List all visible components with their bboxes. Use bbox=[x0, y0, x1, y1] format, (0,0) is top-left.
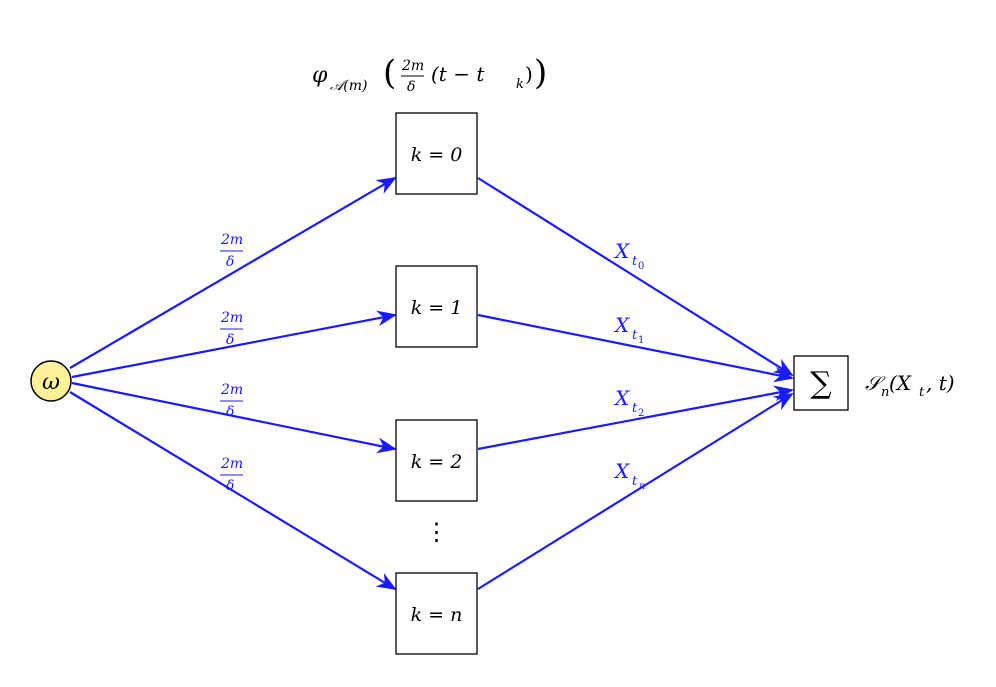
input-edge-labels: 2m δ 2m δ 2m δ 2m δ bbox=[220, 232, 243, 494]
right-paren: ) bbox=[534, 53, 547, 93]
header-frac-den: δ bbox=[407, 79, 415, 95]
out-label-2: X t 2 bbox=[613, 386, 644, 419]
block-k2-label: k = 2 bbox=[411, 451, 463, 473]
in-label-3-den: δ bbox=[226, 478, 234, 494]
out-label-0: X t 0 bbox=[613, 239, 644, 272]
left-paren: ( bbox=[383, 53, 396, 93]
omega-label: ω bbox=[42, 370, 60, 395]
out-label-0-subsub: 0 bbox=[638, 261, 644, 272]
in-label-0: 2m δ bbox=[220, 232, 243, 270]
block-k2: k = 2 bbox=[395, 419, 478, 502]
input-node: ω bbox=[30, 360, 72, 402]
header-formula: φ 𝒜(m) ( 2m δ (t − t k ) ) bbox=[312, 53, 547, 95]
header-arg-sub: k bbox=[516, 77, 524, 92]
in-label-1-num: 2m bbox=[220, 310, 243, 326]
in-label-1: 2m δ bbox=[220, 310, 243, 348]
in-label-0-num: 2m bbox=[220, 232, 243, 248]
in-label-2-num: 2m bbox=[220, 382, 243, 398]
edge-k1-to-sum bbox=[477, 313, 794, 383]
block-k0-label: k = 0 bbox=[411, 144, 463, 166]
in-label-3: 2m δ bbox=[220, 456, 243, 494]
block-k1: k = 1 bbox=[395, 265, 478, 348]
edge-input-to-kn bbox=[69, 391, 397, 591]
out-label-3-sub: t bbox=[632, 474, 638, 489]
phi-symbol: φ bbox=[312, 63, 328, 88]
edge-kn-to-sum bbox=[477, 392, 794, 590]
in-label-2-den: δ bbox=[226, 404, 234, 420]
output-s-sub: n bbox=[881, 385, 889, 400]
vdots: ⋮ bbox=[425, 518, 449, 546]
out-label-2-subsub: 2 bbox=[638, 408, 644, 419]
in-label-2: 2m δ bbox=[220, 382, 243, 420]
edge-k2-to-sum bbox=[477, 385, 794, 451]
in-label-1-den: δ bbox=[226, 332, 234, 348]
out-label-1-subsub: 1 bbox=[638, 335, 644, 346]
output-rest: (X bbox=[889, 371, 912, 395]
block-kn-label: k = n bbox=[411, 604, 463, 626]
edge-input-to-k0 bbox=[69, 177, 397, 369]
edge-input-to-k2 bbox=[71, 381, 397, 454]
output-edge-labels: X t 0 X t 1 X t 2 X t n bbox=[613, 239, 645, 492]
out-label-0-base: X bbox=[613, 239, 630, 263]
out-label-3-base: X bbox=[613, 459, 630, 483]
block-k1-label: k = 1 bbox=[411, 297, 463, 319]
header-arg: (t − t bbox=[431, 62, 485, 86]
out-label-1-base: X bbox=[613, 313, 630, 337]
sum-symbol: ∑ bbox=[810, 366, 832, 401]
input-edges bbox=[69, 177, 397, 591]
block-kn: k = n bbox=[395, 572, 478, 655]
block-k0: k = 0 bbox=[395, 112, 478, 195]
in-label-0-den: δ bbox=[226, 254, 234, 270]
header-frac-num: 2m bbox=[401, 58, 424, 74]
edge-k0-to-sum bbox=[477, 177, 794, 377]
out-label-3: X t n bbox=[613, 459, 645, 492]
out-label-1: X t 1 bbox=[613, 313, 644, 346]
in-label-3-num: 2m bbox=[220, 456, 243, 472]
output-edges bbox=[477, 177, 794, 590]
out-label-2-sub: t bbox=[632, 401, 638, 416]
out-label-3-subsub: n bbox=[639, 481, 645, 492]
edge-input-to-k1 bbox=[71, 310, 397, 379]
out-label-2-base: X bbox=[613, 386, 630, 410]
sum-node: ∑ bbox=[793, 355, 849, 411]
out-label-0-sub: t bbox=[632, 254, 638, 269]
input-node-circle bbox=[30, 360, 72, 402]
output-label: 𝒮 n (X t , t) bbox=[865, 371, 955, 400]
phi-subscript: 𝒜(m) bbox=[330, 78, 367, 94]
header-arg-close: ) bbox=[525, 62, 533, 86]
output-rest-sub: t bbox=[919, 385, 925, 400]
output-rest-end: , t) bbox=[926, 371, 955, 395]
out-label-1-sub: t bbox=[632, 328, 638, 343]
